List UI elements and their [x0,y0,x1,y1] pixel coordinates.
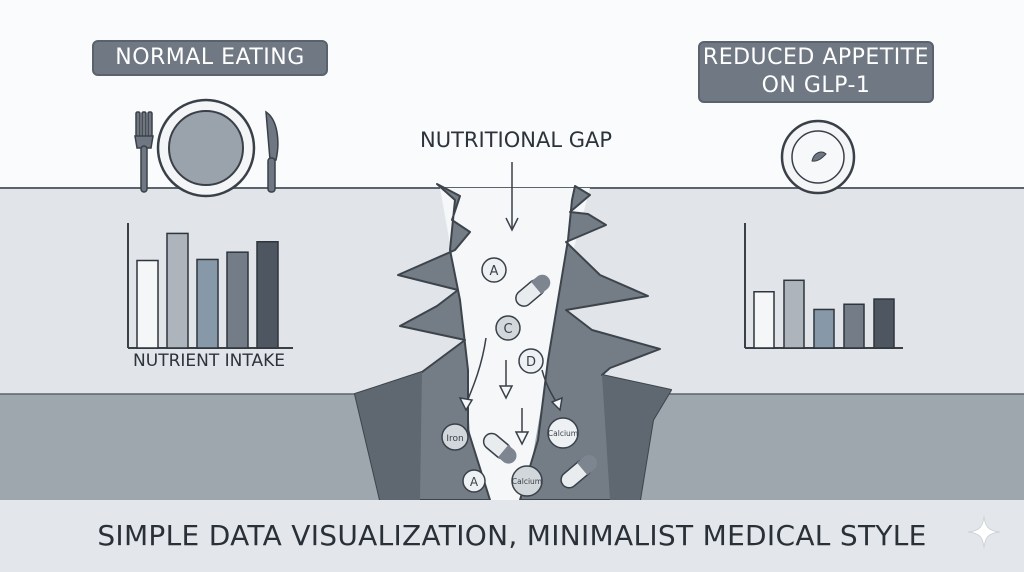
reduced-appetite-text-line1: REDUCED APPETITE [702,45,930,70]
arrow-icon [458,337,563,446]
small-plate-icon [780,119,856,195]
chart-reduced-intake [744,223,903,349]
bar-reduced-2 [783,279,805,349]
reduced-appetite-text-line2: ON GLP-1 [761,73,871,98]
bar-normal-5 [256,241,279,349]
nutrient-a-top: A [481,257,507,283]
pill-icon [515,274,551,307]
bar-normal-2 [166,232,189,349]
pill-icon-3 [560,455,598,489]
bar-reduced-1 [753,291,775,349]
nutrient-calcium-bottom-label: Calcium [512,477,542,486]
footer-caption: SIMPLE DATA VISUALIZATION, MINIMALIST ME… [97,519,927,552]
normal-eating-text: NORMAL EATING [115,45,305,70]
footer-bar [0,500,1024,572]
nutrient-intake-label: NUTRIENT INTAKE [133,351,285,371]
nutrient-calcium-right: Calcium [547,417,579,449]
bar-normal-4 [226,251,249,349]
chart-normal-intake [127,223,293,349]
nutrient-d: D [518,348,544,374]
nutrient-a-top-label: A [490,264,499,279]
bar-reduced-5 [873,298,895,349]
reduced-appetite-label: REDUCED APPETITE ON GLP-1 [698,41,934,103]
nutrient-c: C [495,315,521,341]
knife-icon [265,110,279,193]
nutrient-c-label: C [503,322,512,337]
bar-normal-1 [136,259,159,349]
nutrient-a-bottom: A [462,469,486,493]
bar-normal-3 [196,258,219,349]
nutritional-gap-title: NUTRITIONAL GAP [420,128,612,152]
nutrient-calcium-right-label: Calcium [548,429,578,438]
normal-eating-label: NORMAL EATING [92,40,328,76]
bar-reduced-3 [813,308,835,349]
crack-left-face [355,372,422,500]
plate-icon [156,98,256,198]
nutrient-calcium-bottom: Calcium [511,465,543,497]
sparkle-icon [967,515,1001,549]
bar-reduced-4 [843,303,865,349]
nutrient-a-bottom-label: A [470,475,479,489]
pill-icon-2 [482,432,517,464]
fork-icon [134,111,154,193]
nutrient-d-label: D [526,355,536,370]
crack-gap [440,188,590,500]
nutrient-iron: Iron [441,423,469,451]
nutrient-iron-label: Iron [446,434,463,444]
crack-right-face [602,375,671,500]
gap-arrow-icon [505,162,519,232]
